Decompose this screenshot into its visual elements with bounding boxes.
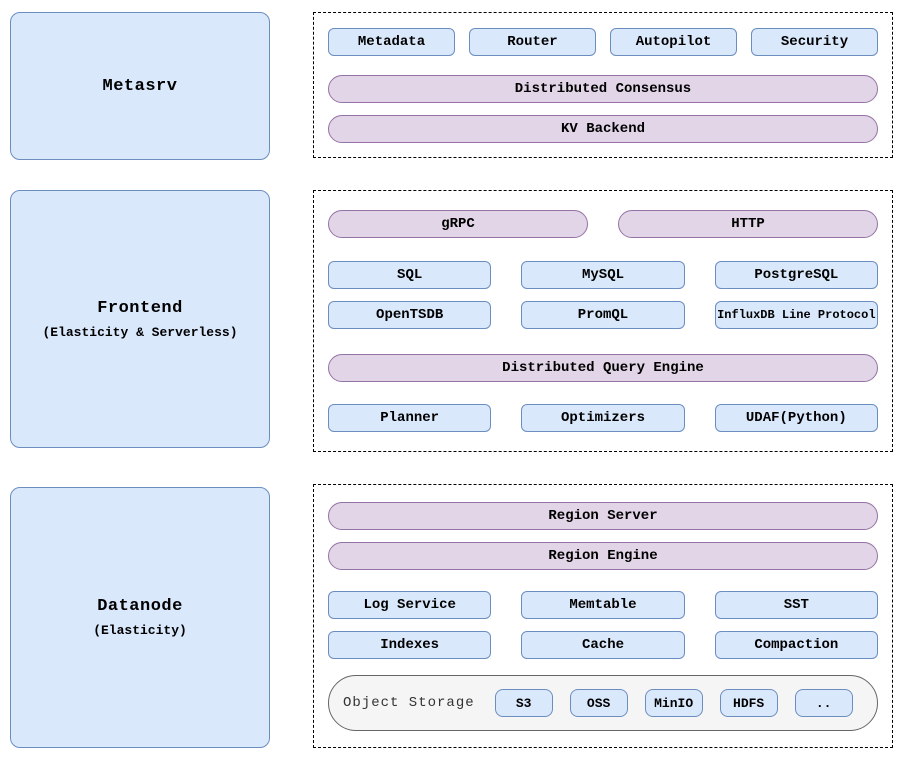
node-s3: S3 <box>494 689 553 717</box>
frontend-title: Frontend <box>97 298 183 318</box>
frontend-engine-row: Planner Optimizers UDAF(Python) <box>328 404 878 432</box>
node-opentsdb: OpenTSDB <box>328 301 492 329</box>
node-influxdb-line-protocol: InfluxDB Line Protocol <box>714 301 878 329</box>
node-security: Security <box>751 28 878 56</box>
layer-region-server: Region Server <box>328 502 878 530</box>
datanode-label-box: Datanode (Elasticity) <box>10 487 270 748</box>
frontend-panel: gRPC HTTP SQL MySQL PostgreSQL OpenTSDB … <box>313 190 893 452</box>
node-promql: PromQL <box>521 301 685 329</box>
node-postgresql: PostgreSQL <box>714 261 878 289</box>
node-optimizers: Optimizers <box>521 404 685 432</box>
node-udaf-python: UDAF(Python) <box>714 404 878 432</box>
node-oss: OSS <box>569 689 628 717</box>
node-router: Router <box>469 28 596 56</box>
datanode-subtitle: (Elasticity) <box>93 623 187 638</box>
layer-distributed-consensus: Distributed Consensus <box>328 75 878 103</box>
node-cache: Cache <box>521 631 685 659</box>
node-metadata: Metadata <box>328 28 455 56</box>
node-autopilot: Autopilot <box>610 28 737 56</box>
metasrv-label-box: Metasrv <box>10 12 270 160</box>
frontend-entry-row: gRPC HTTP <box>328 210 878 238</box>
node-minio: MinIO <box>644 689 703 717</box>
metasrv-panel: Metadata Router Autopilot Security Distr… <box>313 12 893 158</box>
node-more-backends: .. <box>794 689 853 717</box>
datanode-component-row-2: Indexes Cache Compaction <box>328 631 878 659</box>
frontend-protocol-row-2: OpenTSDB PromQL InfluxDB Line Protocol <box>328 301 878 329</box>
node-mysql: MySQL <box>521 261 685 289</box>
metasrv-modules-row: Metadata Router Autopilot Security <box>328 28 878 56</box>
node-compaction: Compaction <box>714 631 878 659</box>
layer-region-engine: Region Engine <box>328 542 878 570</box>
metasrv-title: Metasrv <box>102 76 178 96</box>
frontend-label-box: Frontend (Elasticity & Serverless) <box>10 190 270 448</box>
node-log-service: Log Service <box>328 591 492 619</box>
frontend-protocol-row-1: SQL MySQL PostgreSQL <box>328 261 878 289</box>
node-sst: SST <box>714 591 878 619</box>
datanode-title: Datanode <box>97 597 183 616</box>
layer-http: HTTP <box>618 210 878 238</box>
layer-distributed-query-engine: Distributed Query Engine <box>328 354 878 382</box>
frontend-subtitle: (Elasticity & Serverless) <box>42 324 238 340</box>
node-hdfs: HDFS <box>719 689 778 717</box>
node-memtable: Memtable <box>521 591 685 619</box>
datanode-panel: Region Server Region Engine Log Service … <box>313 484 893 748</box>
layer-grpc: gRPC <box>328 210 588 238</box>
node-indexes: Indexes <box>328 631 492 659</box>
layer-kv-backend: KV Backend <box>328 115 878 143</box>
node-planner: Planner <box>328 404 492 432</box>
object-storage-label: Object Storage <box>343 695 475 711</box>
datanode-component-row-1: Log Service Memtable SST <box>328 591 878 619</box>
node-sql: SQL <box>328 261 492 289</box>
object-storage-group: Object Storage S3 OSS MinIO HDFS .. <box>328 675 878 731</box>
